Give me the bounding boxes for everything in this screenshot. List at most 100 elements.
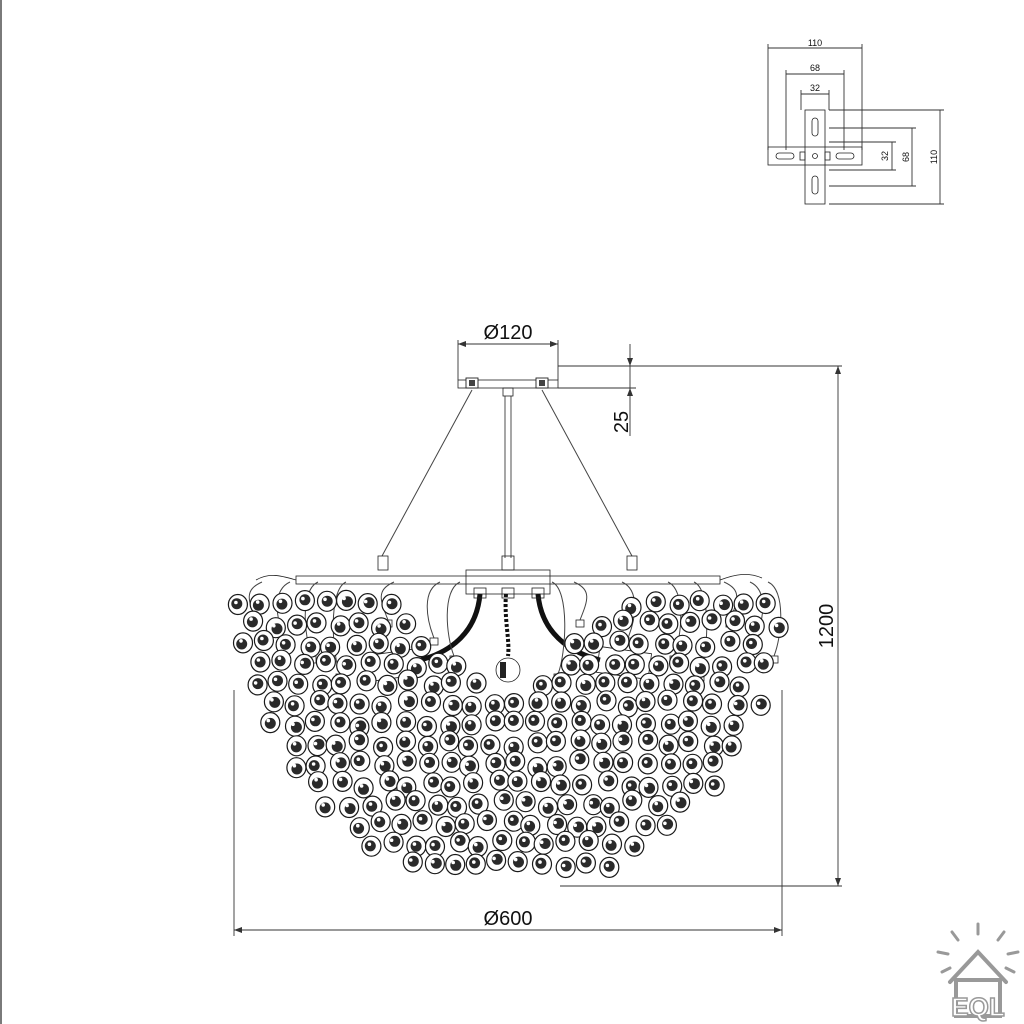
crystal-bead	[601, 833, 623, 855]
crystal-bead	[465, 853, 486, 875]
crystal-bead	[284, 695, 305, 717]
crystal-bead	[476, 809, 497, 832]
canopy-diameter-dimension: Ø120	[457, 322, 559, 380]
crystal-bead	[435, 815, 456, 838]
crystal-bead	[515, 791, 536, 813]
crystal-bead	[507, 850, 528, 873]
crystal-bead	[253, 629, 274, 652]
crystal-bead	[316, 590, 338, 612]
crystal-bead	[591, 732, 612, 754]
crystal-bead	[272, 592, 293, 614]
crystal-bead	[420, 691, 442, 713]
crystal-bead	[689, 590, 710, 612]
crystal-bead	[405, 789, 426, 812]
overall-diameter-label: Ø600	[484, 908, 533, 930]
crystal-bead	[545, 730, 567, 753]
crystal-bead	[637, 729, 659, 752]
crystal-bead	[423, 772, 444, 794]
crystal-bead	[555, 830, 576, 852]
crystal-bead	[721, 735, 742, 757]
overall-height-dimension: 1200	[560, 366, 842, 887]
hanger-wire	[767, 581, 782, 657]
crystal-bead	[417, 735, 439, 758]
crystal-bead	[397, 669, 418, 691]
crystal-bead	[286, 735, 307, 757]
crystal-bead	[612, 751, 634, 774]
crystal-bead	[461, 714, 482, 736]
crystal-bead	[383, 831, 404, 853]
crystal-bead	[396, 711, 417, 733]
crystal-bead	[348, 729, 369, 752]
crystal-bead	[485, 710, 506, 732]
crystal-bead	[695, 636, 716, 658]
crystal-bead	[655, 633, 676, 655]
crystal-bead	[638, 776, 659, 799]
crystal-bead	[704, 775, 725, 797]
overall-height-label: 1200	[816, 604, 838, 649]
bracket-inner-width-label: 32	[810, 83, 820, 93]
crystal-bead	[662, 775, 683, 797]
crystal-bead	[371, 711, 392, 734]
crystal-bead	[660, 713, 682, 735]
crystal-bead	[611, 714, 633, 736]
crystal-bead	[682, 690, 704, 712]
crystal-bead	[672, 634, 693, 656]
crystal-bead	[657, 689, 678, 711]
crystal-bead	[402, 851, 423, 873]
crystal-bead	[350, 750, 371, 772]
crystal-bead	[528, 691, 549, 713]
crystal-bead	[442, 694, 463, 717]
crystal-bead	[533, 833, 554, 855]
crystal-bead	[307, 734, 328, 757]
crystal-bead	[383, 653, 404, 675]
crystal-bead	[679, 611, 701, 634]
crystal-bead	[424, 853, 445, 875]
crystal-bead	[371, 695, 392, 717]
crystal-bead	[463, 772, 484, 794]
crystal-bead	[308, 771, 329, 793]
crystal-bead	[668, 652, 690, 674]
bead-clip	[575, 619, 585, 628]
crystal-bead	[416, 715, 437, 738]
crystal-bead	[546, 756, 567, 778]
crystal-bead	[678, 730, 699, 753]
crystal-bead	[260, 711, 281, 734]
crystal-bead	[232, 632, 254, 654]
crystal-bead-cluster	[227, 589, 789, 879]
crystal-bead	[550, 774, 571, 796]
crystal-bead	[336, 655, 357, 677]
crystal-bead	[492, 829, 513, 852]
crystal-bead	[669, 594, 690, 616]
crystal-bead	[503, 810, 525, 832]
crystal-bead	[564, 632, 585, 655]
crystal-bead	[578, 654, 600, 676]
crystal-bead	[315, 796, 336, 818]
crystal-bead	[489, 769, 510, 791]
crystal-bead	[271, 649, 292, 671]
canopy-height-dimension: 25	[558, 344, 842, 436]
crystal-bead	[724, 610, 746, 632]
crystal-bead	[294, 589, 315, 612]
crystal-bead	[591, 615, 613, 638]
crystal-bead	[608, 811, 630, 833]
crystal-bead	[612, 609, 634, 631]
crystal-bead	[440, 776, 461, 798]
crystal-bead	[750, 694, 771, 716]
crystal-bead	[250, 651, 271, 673]
crystal-bead	[656, 814, 678, 836]
crystal-bead	[287, 614, 308, 636]
crystal-bead	[639, 672, 660, 694]
crystal-bead	[583, 794, 604, 816]
crystal-bead	[263, 691, 284, 713]
crystal-bead	[332, 770, 353, 793]
crystal-bead	[635, 713, 657, 735]
crystal-bead	[723, 714, 744, 736]
crystal-bead	[702, 751, 723, 773]
crystal-bead	[247, 674, 268, 696]
crystal-bead	[381, 593, 402, 616]
suspension-rod-and-cables	[377, 389, 638, 571]
crystal-bead	[617, 696, 639, 718]
crystal-bead	[556, 794, 578, 816]
crystal-bead	[768, 616, 789, 639]
